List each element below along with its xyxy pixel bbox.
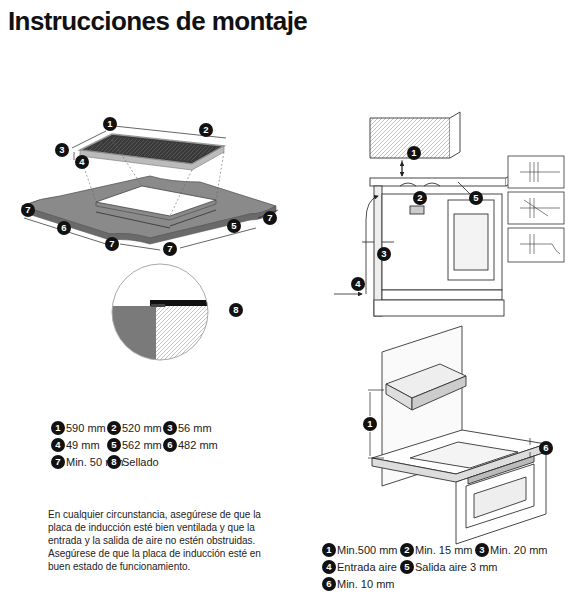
callout-number: 5 xyxy=(469,191,483,205)
airflow-arrows xyxy=(334,160,470,294)
callout-number: 2 xyxy=(400,543,414,557)
projection-lines xyxy=(80,140,224,216)
callout-number: 5 xyxy=(400,560,414,574)
callout-number: 1 xyxy=(363,417,377,431)
dimension-label: Sellado xyxy=(122,456,159,469)
callout-number: 7 xyxy=(263,211,277,225)
clearance-lines xyxy=(368,390,530,458)
callout-number: 5 xyxy=(107,438,121,452)
dimension-label: Salida aire 3 mm xyxy=(415,561,498,574)
callout-number: 4 xyxy=(75,155,89,169)
note-text: En cualquier circunstancia, asegúrese de… xyxy=(48,508,284,573)
callout-number: 1 xyxy=(407,146,421,160)
dimension-label: 590 mm xyxy=(66,422,106,435)
callout-number: 6 xyxy=(322,577,336,591)
callout-number: 1 xyxy=(103,117,117,131)
dimension-label: Min. 15 mm xyxy=(415,544,472,557)
callout-number: 2 xyxy=(199,123,213,137)
dimension-label: Min.500 mm xyxy=(337,544,398,557)
callout-number: 8 xyxy=(229,303,243,317)
callout-number: 6 xyxy=(163,438,177,452)
callout-number: 3 xyxy=(475,543,489,557)
countertop xyxy=(22,176,276,244)
dimension-label: Min. 10 mm xyxy=(337,578,394,591)
callout-number: 4 xyxy=(351,277,365,291)
callout-number: 4 xyxy=(322,560,336,574)
callout-number: 7 xyxy=(21,203,35,217)
edge-details xyxy=(508,156,564,262)
dimension-lines xyxy=(24,126,278,250)
cabinet-section xyxy=(370,112,516,316)
dimension-label: 482 mm xyxy=(178,439,218,452)
callout-number: 3 xyxy=(377,247,391,261)
dimension-label: 56 mm xyxy=(178,422,212,435)
callout-number: 6 xyxy=(57,221,71,235)
callout-number: 3 xyxy=(55,143,69,157)
callout-number: 4 xyxy=(51,438,65,452)
hob xyxy=(80,134,224,170)
dimension-label: 562 mm xyxy=(122,439,162,452)
page-title: Instrucciones de montaje xyxy=(8,6,307,37)
callout-number: 7 xyxy=(105,237,119,251)
dimension-label: Entrada aire xyxy=(337,561,397,574)
callout-number: 7 xyxy=(163,242,177,256)
dimension-label: Min. 20 mm xyxy=(490,544,547,557)
callout-number: 3 xyxy=(163,421,177,435)
dimension-label: 520 mm xyxy=(122,422,162,435)
callout-number: 6 xyxy=(539,441,553,455)
seal-detail xyxy=(100,260,230,376)
callout-number: 5 xyxy=(227,219,241,233)
dimension-label: 49 mm xyxy=(66,439,100,452)
callout-number: 8 xyxy=(107,455,121,469)
callout-number: 1 xyxy=(51,421,65,435)
callout-number: 7 xyxy=(51,455,65,469)
callout-number: 2 xyxy=(413,191,427,205)
callout-number: 1 xyxy=(322,543,336,557)
installed-view xyxy=(372,326,546,544)
callout-number: 2 xyxy=(107,421,121,435)
